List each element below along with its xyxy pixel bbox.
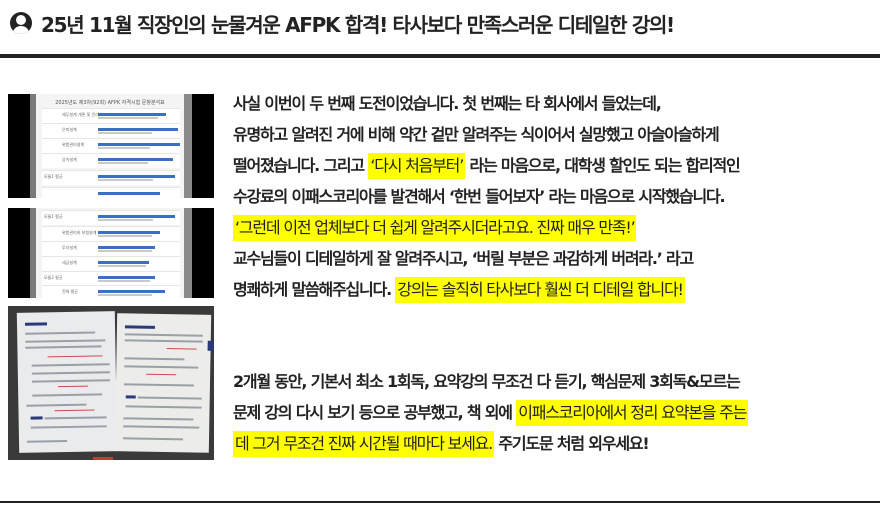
highlighted-text: ‘다시 처음부터’ [368, 153, 466, 179]
text-line: 명쾌하게 말씀해주십니다. 강의는 솔직히 타사보다 훨씬 더 디테일 합니다! [233, 274, 878, 305]
review-header: 25년 11월 직장인의 눈물겨운 AFPK 합격! 타사보다 만족스러운 디테… [0, 0, 880, 54]
highlighted-text: ‘그런데 이전 업체보다 더 쉽게 알려주시더라고요. 진짜 매우 만족!’ [233, 215, 637, 241]
text-line: 사실 이번이 두 번째 도전이었습니다. 첫 번째는 타 회사에서 들었는데, [233, 94, 662, 113]
chart-screenshot-bottom: 모듈1 평균 위험관리와 보험설계 투자설계 세금설계 모듈2 평균 전체 평균 [8, 208, 214, 298]
text-line: ‘그런데 이전 업체보다 더 쉽게 알려주시더라고요. 진짜 매우 만족!’ [233, 212, 878, 243]
chart-title: 2025년도 제3차(92회) AFPK 자격시험 문항분석표 [55, 100, 165, 106]
text-line: 2개월 동안, 기본서 최소 1회독, 요약강의 무조건 다 듣기, 핵심문제 … [233, 372, 741, 391]
highlighted-text: 강의는 솔직히 타사보다 훨씬 더 디테일 합니다! [395, 277, 685, 303]
text-line: 데 그거 무조건 진짜 시간될 때마다 보세요. 주기도문 처럼 외우세요! [233, 428, 748, 459]
book-photo [8, 306, 214, 460]
header-divider [0, 54, 880, 58]
footer-divider [0, 501, 880, 503]
text-line: 문제 강의 다시 보기 등으로 공부했고, 책 외에 이패스코리아에서 정리 요… [233, 397, 749, 428]
user-avatar-icon [10, 12, 32, 34]
text-line: 수강료의 이패스코리아를 발견해서 ‘한번 들어보자’ 라는 마음으로 시작했습… [233, 187, 726, 206]
review-body: 사실 이번이 두 번째 도전이었습니다. 첫 번째는 타 회사에서 들었는데, … [233, 88, 878, 457]
review-paragraph-1: 사실 이번이 두 번째 도전이었습니다. 첫 번째는 타 회사에서 들었는데, … [233, 88, 878, 305]
chart-screenshot-top: 2025년도 제3차(92회) AFPK 자격시험 문항분석표 재무설계 개론 … [8, 94, 214, 198]
review-title: 25년 11월 직장인의 눈물겨운 AFPK 합격! 타사보다 만족스러운 디테… [41, 13, 675, 37]
highlighted-text: 이패스코리아에서 정리 요약본을 주는 [516, 400, 749, 426]
highlighted-text: 데 그거 무조건 진짜 시간될 때마다 보세요. [233, 431, 495, 457]
text-line: 떨어졌습니다. 그리고 ‘다시 처음부터’ 라는 마음으로, 대학생 할인도 되… [233, 150, 878, 181]
text-line: 유명하고 알려진 거에 비해 약간 겉만 알려주는 식이어서 실망했고 아슬아슬… [233, 125, 720, 144]
text-line: 교수님들이 디테일하게 잘 알려주시고, ‘버릴 부분은 과감하게 버려라.’ … [233, 249, 694, 268]
review-paragraph-2: 2개월 동안, 기본서 최소 1회독, 요약강의 무조건 다 듣기, 핵심문제 … [233, 366, 749, 459]
